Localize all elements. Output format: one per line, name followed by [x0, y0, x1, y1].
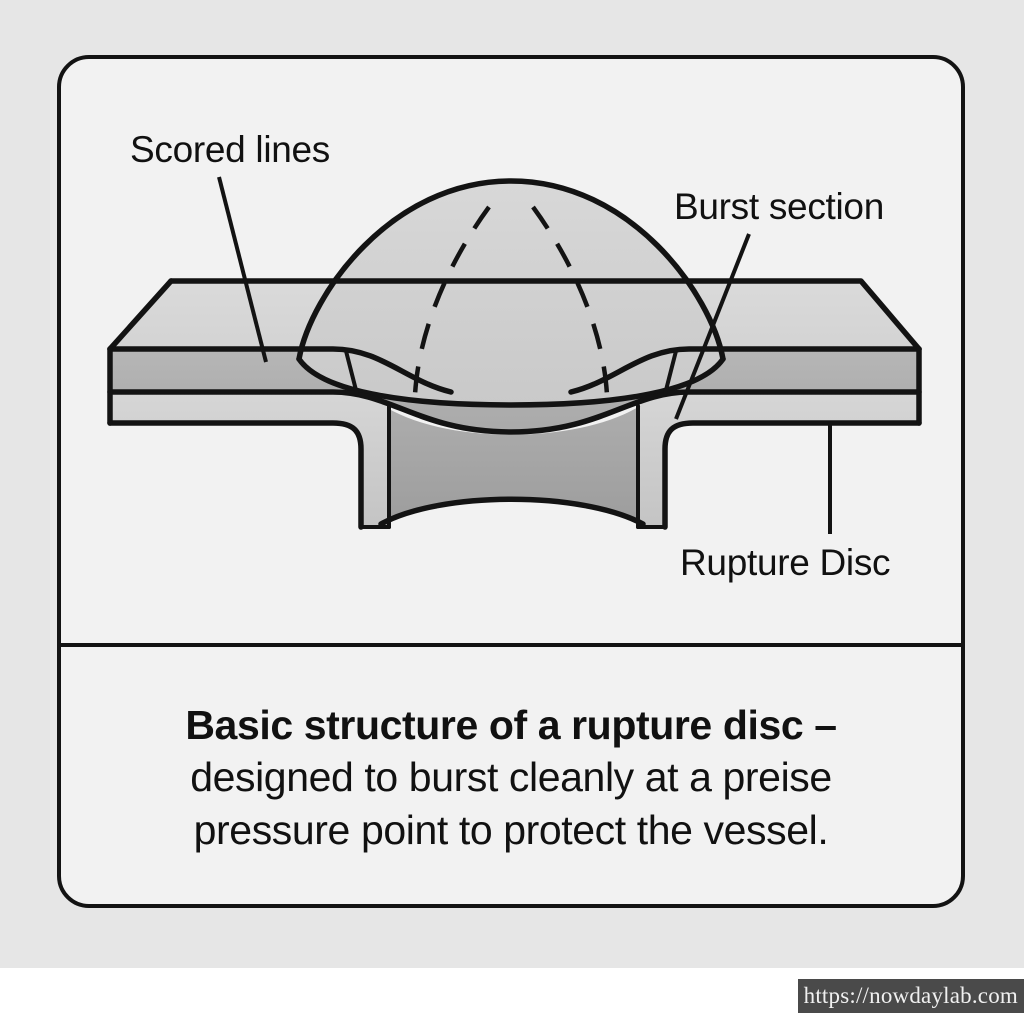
flange-top-outline — [168, 278, 922, 352]
caption-line-3: pressure point to protect the vessel. — [193, 806, 829, 853]
underside-lower-curve — [378, 496, 646, 527]
left-skirt-outline — [107, 420, 364, 530]
caption-block: Basic structure of a rupture disc – desi… — [61, 647, 961, 904]
flange-left-chamfer — [107, 278, 174, 352]
scored-line-left-dashed — [412, 205, 491, 396]
rupture-disc-illustration: Scored lines Burst section Rupture Disc — [61, 59, 961, 643]
scored-line-right-dashed — [531, 205, 610, 396]
scored-lines-label: Scored lines — [130, 129, 330, 170]
flange-front-profile-left — [107, 346, 454, 395]
flange-front-profile-right — [568, 346, 922, 395]
dome-outline — [296, 178, 726, 362]
left-lower-skirt — [110, 392, 389, 527]
seam-tick-left — [344, 349, 359, 396]
burst-section-label: Burst section — [674, 186, 884, 227]
rupture-disc-label: Rupture Disc — [680, 542, 890, 583]
diagram-card: Scored lines Burst section Rupture Disc … — [57, 55, 965, 908]
right-lower-skirt — [638, 392, 919, 527]
section-divider — [61, 643, 961, 647]
dome-burst-section — [299, 181, 723, 405]
burst-section-leader — [674, 233, 751, 420]
caption-line-2: designed to burst cleanly at a preise — [190, 754, 832, 801]
dome-base-seam — [296, 356, 726, 408]
flange-mid-lower-profile — [107, 389, 922, 435]
right-skirt-outline — [662, 420, 922, 530]
scored-lines-leader — [217, 176, 268, 363]
watermark-url: https://nowdaylab.com — [797, 979, 1024, 1013]
disc-underside — [381, 404, 643, 524]
caption-line-1: Basic structure of a rupture disc – — [185, 701, 837, 748]
seam-tick-right — [663, 349, 678, 396]
